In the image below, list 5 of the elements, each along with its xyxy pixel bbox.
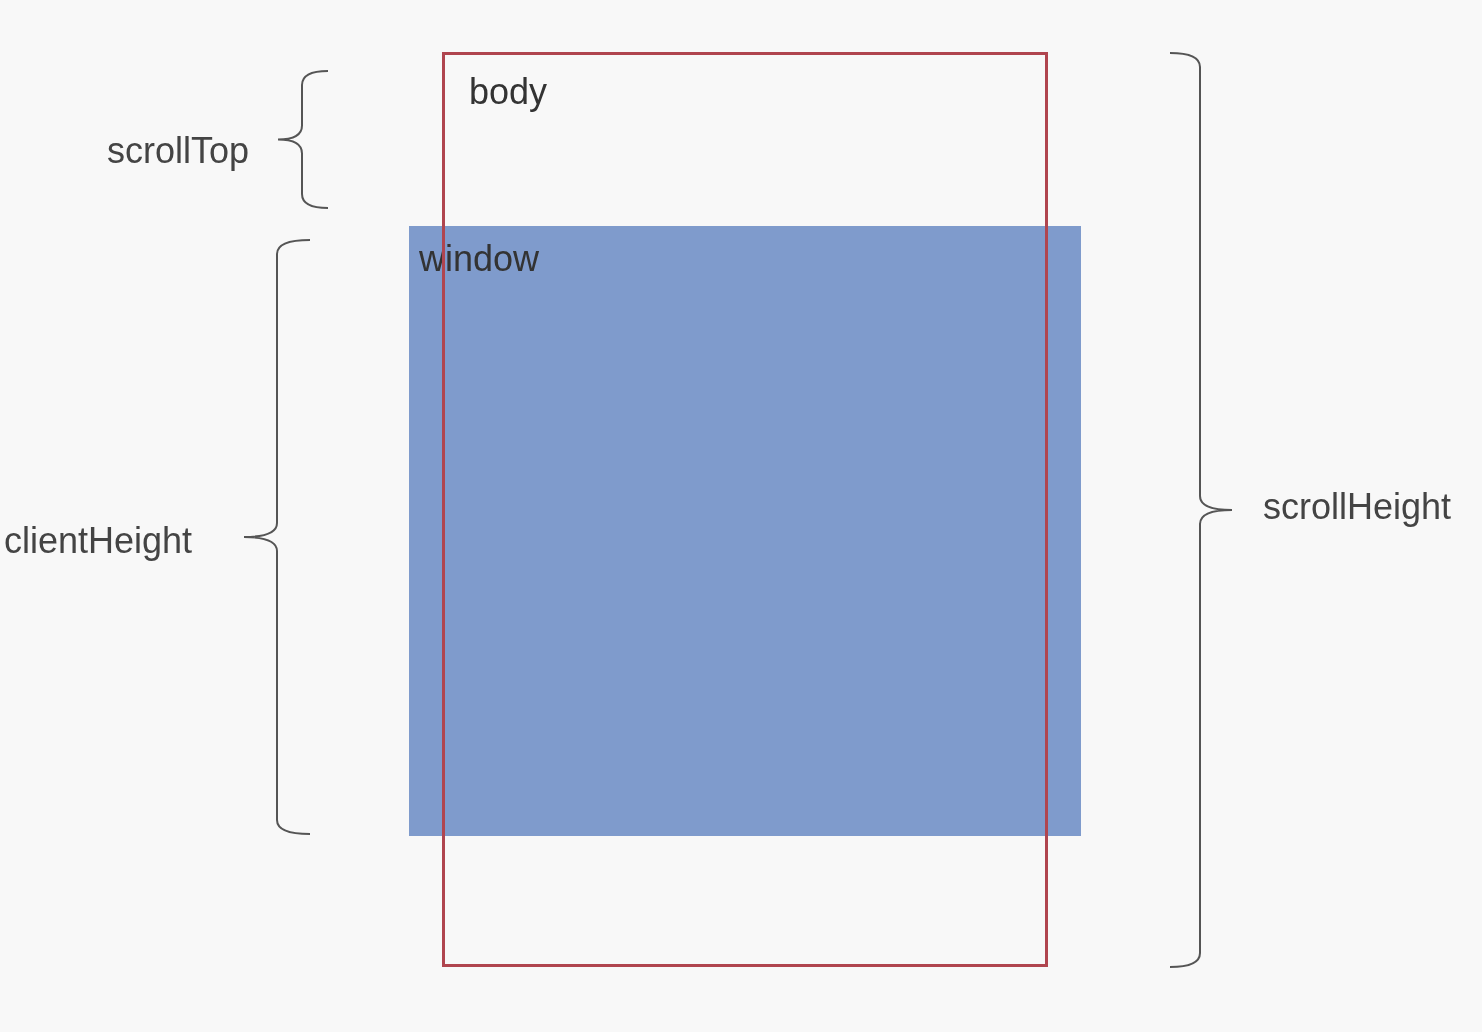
- filled-box: [409, 226, 1081, 836]
- measure-label: clientHeight: [4, 519, 193, 563]
- measure-label: scrollTop: [107, 129, 250, 173]
- measure-label: scrollHeight: [1263, 485, 1452, 529]
- box-label: body: [469, 70, 548, 114]
